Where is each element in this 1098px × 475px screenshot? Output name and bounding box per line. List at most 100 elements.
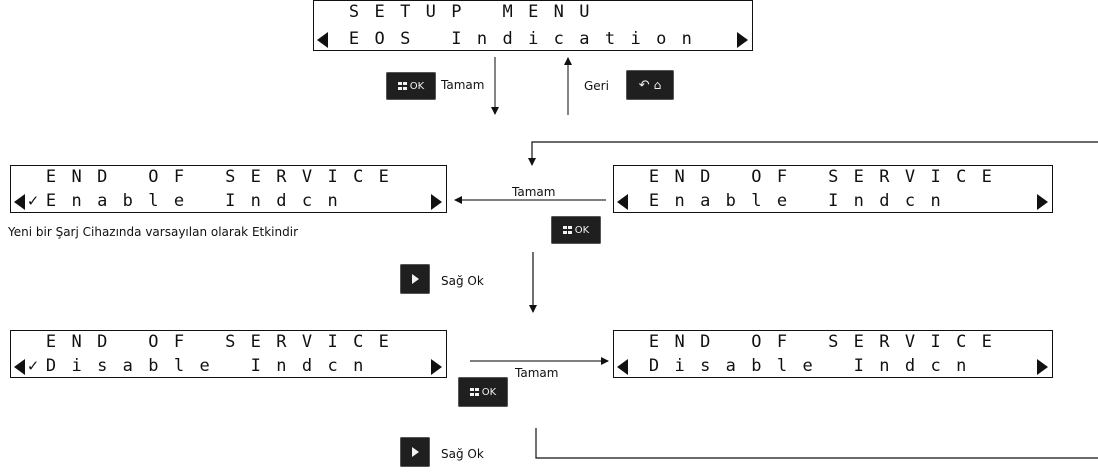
lcd-char: S (828, 332, 839, 352)
lcd-char: D (45, 356, 57, 376)
lcd-char: e (173, 191, 185, 211)
lcd-char: c (327, 356, 338, 376)
back-home-key: ↶⌂ (626, 70, 674, 100)
ok-key-middle: OK (551, 216, 601, 244)
lcd-char: N (674, 332, 685, 352)
lcd-char: M (502, 2, 513, 22)
lcd-char: a (97, 191, 108, 211)
lcd-char: t (604, 29, 616, 49)
lcd-char: I (250, 356, 261, 376)
lcd-char: R (276, 167, 287, 187)
right-arrow-icon (1037, 359, 1048, 375)
lcd-char: s (97, 356, 108, 376)
label-tamam-top: Tamam (441, 78, 485, 92)
ok-key-label: OK (481, 386, 497, 398)
lcd-char: N (674, 167, 685, 187)
lcd-char: O (148, 332, 159, 352)
back-arrow-icon: ↶ (638, 77, 650, 93)
lcd-char: b (751, 356, 762, 376)
lcd-char: l (173, 356, 185, 376)
label-sag-ok-1: Sağ Ok (441, 274, 484, 288)
lcd-char: D (97, 332, 108, 352)
lcd-char: n (879, 356, 890, 376)
check-mark-icon: ✓ (27, 191, 39, 211)
lcd-char: U (579, 2, 590, 22)
lcd-char: n (353, 356, 364, 376)
lcd-char: i (528, 29, 539, 49)
lcd-char: n (681, 29, 692, 49)
lcd-char: S (828, 167, 839, 187)
lcd-char: D (648, 356, 660, 376)
lcd-char: O (751, 167, 762, 187)
lcd-char: I (451, 29, 462, 49)
ok-key-label: OK (574, 224, 590, 236)
lcd-char: I (930, 332, 941, 352)
home-icon: ⌂ (653, 78, 662, 92)
right-key-2 (400, 437, 430, 467)
label-tamam-mid: Tamam (512, 185, 556, 199)
right-arrow-icon (1037, 194, 1048, 210)
grid-icon (469, 388, 479, 396)
lcd-char: N (553, 2, 564, 22)
lcd-char: E (853, 332, 864, 352)
lcd-char: O (148, 167, 159, 187)
lcd-char: F (776, 332, 788, 352)
lcd-char: F (173, 332, 185, 352)
lcd-char: b (148, 356, 159, 376)
lcd-char: S (225, 332, 236, 352)
left-arrow-icon (14, 194, 25, 210)
lcd-char: i (674, 356, 685, 376)
lcd-char: d (502, 29, 513, 49)
ok-key-label: OK (409, 80, 425, 92)
lcd-char: C (353, 332, 364, 352)
lcd-char: n (853, 191, 864, 211)
lcd-char: O (751, 332, 762, 352)
lcd-char: E (528, 2, 539, 22)
lcd-char: O (374, 29, 385, 49)
left-arrow-icon (617, 194, 628, 210)
lcd-char: V (904, 332, 916, 352)
lcd-char: T (400, 2, 411, 22)
loop-line-bottom (535, 428, 1098, 459)
lcd-char: l (148, 191, 159, 211)
loop-line-top (528, 141, 1098, 166)
lcd-char: E (45, 191, 57, 211)
lcd-char: S (348, 2, 360, 22)
lcd-char: E (648, 332, 660, 352)
lcd-char: a (700, 191, 711, 211)
lcd-char: l (751, 191, 762, 211)
lcd-char: E (45, 332, 57, 352)
lcd-char: i (630, 29, 641, 49)
lcd-char: e (776, 191, 788, 211)
lcd-char: U (425, 2, 436, 22)
lcd-char: E (981, 167, 992, 187)
lcd-char: e (199, 356, 210, 376)
lcd-char: V (904, 167, 916, 187)
lcd-char: N (71, 332, 82, 352)
label-geri: Geri (584, 79, 609, 93)
lcd-char: o (656, 29, 667, 49)
lcd-char: E (45, 167, 57, 187)
lcd-char: V (301, 332, 313, 352)
lcd-char: C (956, 332, 967, 352)
lcd-char: E (648, 191, 660, 211)
label-tamam-bottom: Tamam (515, 366, 559, 380)
left-arrow-icon (317, 32, 328, 48)
lcd-char: E (378, 167, 389, 187)
lcd-char: R (879, 332, 890, 352)
lcd-char: I (327, 332, 338, 352)
lcd-char: E (348, 29, 360, 49)
lcd-char: I (853, 356, 864, 376)
lcd-char: E (250, 332, 261, 352)
ok-key-top: OK (386, 72, 436, 100)
lcd-char: D (700, 167, 711, 187)
